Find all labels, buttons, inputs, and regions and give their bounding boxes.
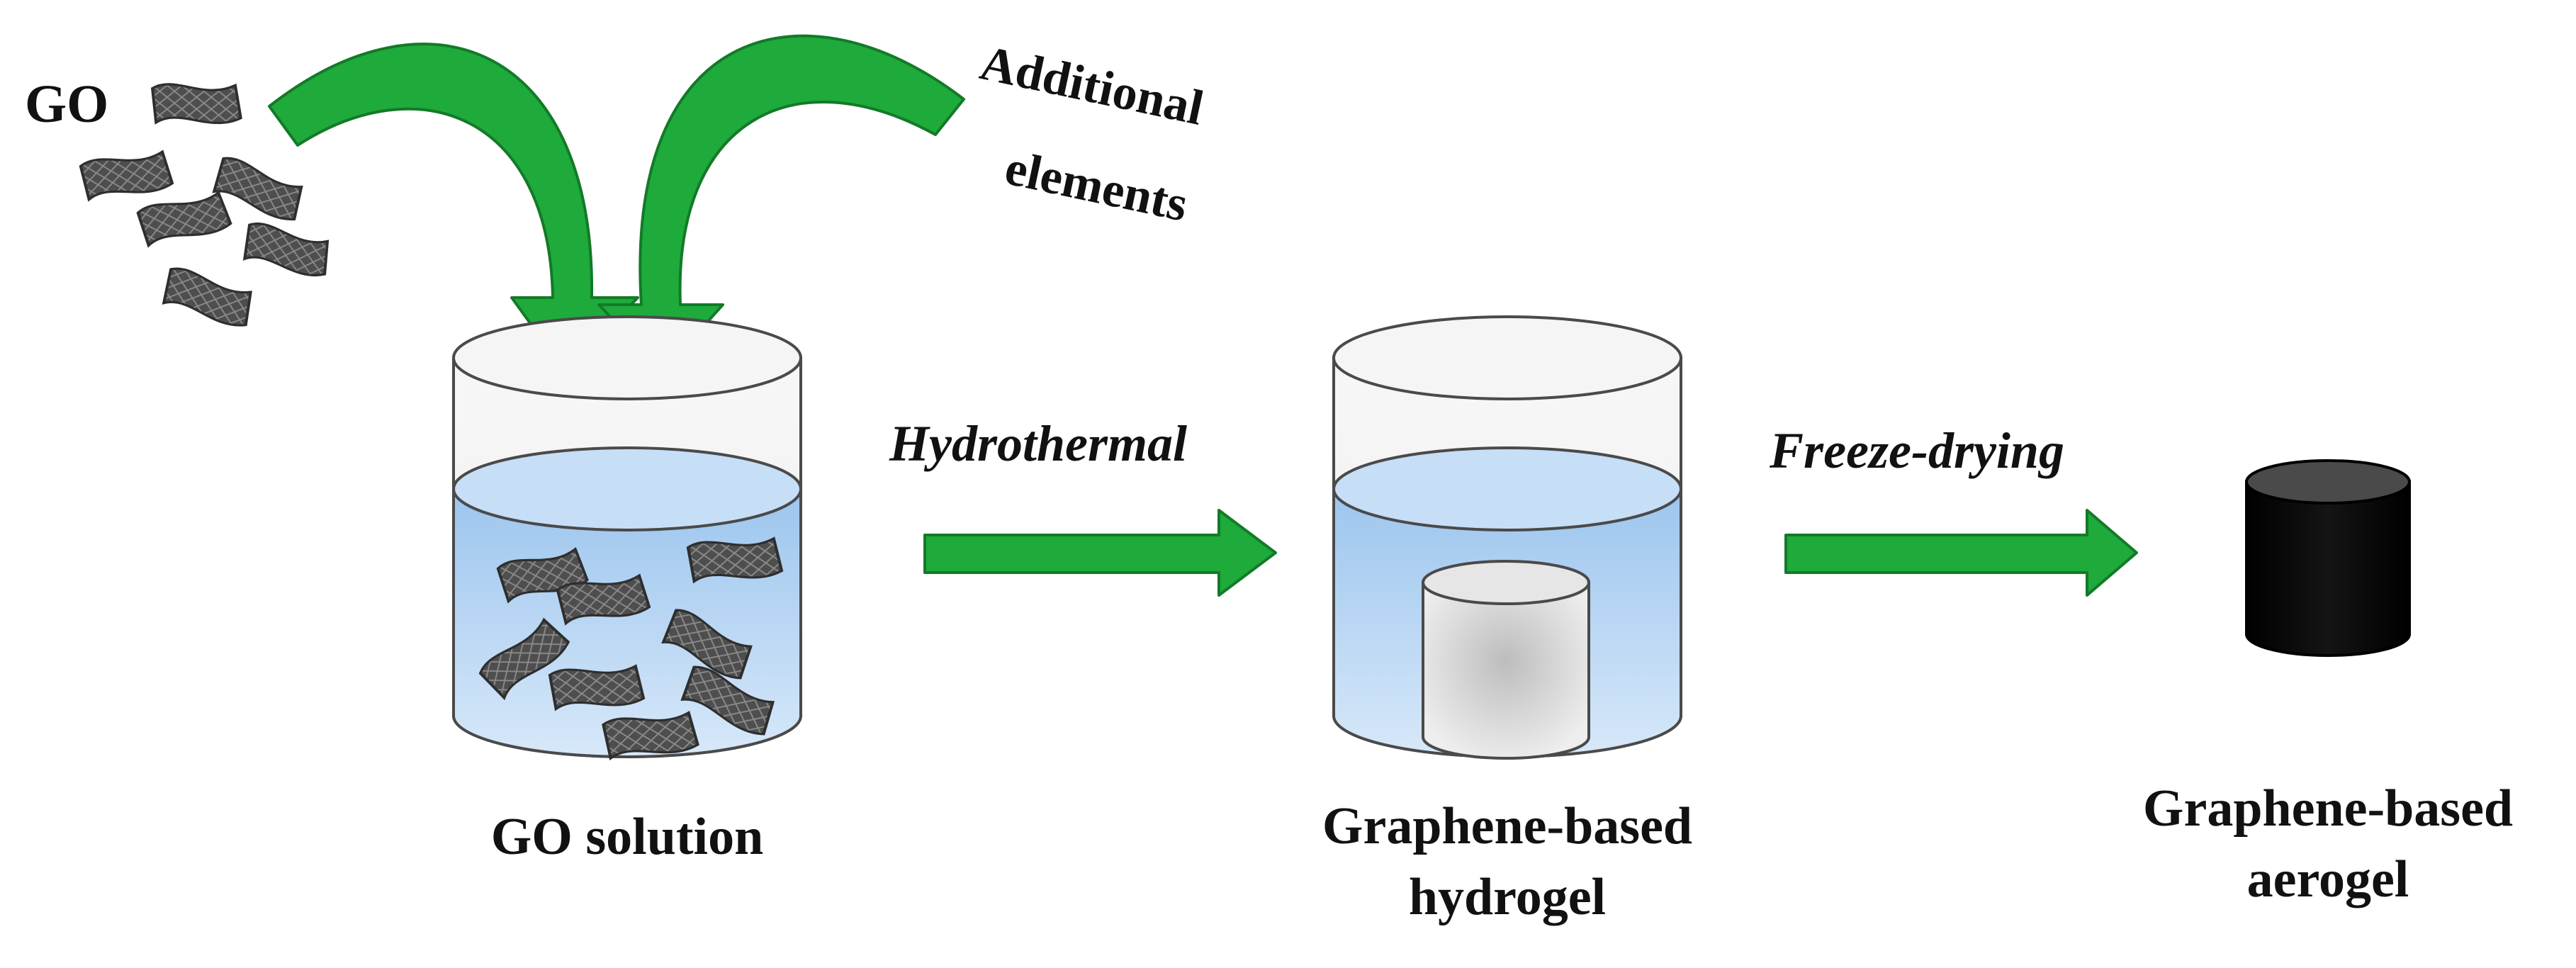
aerogel-label-line1: Graphene-based (2143, 780, 2513, 838)
graphene-sheet-icon (135, 188, 233, 249)
graphene-sheet-icon (687, 537, 782, 583)
graphene-sheet-icon (79, 148, 175, 202)
go-solution-beaker (452, 315, 802, 759)
hydrogel-label-line2: hydrogel (1409, 868, 1606, 926)
right-arrow-icon (1784, 509, 2138, 597)
hydrogel-label-line1: Graphene-based (1322, 797, 1692, 855)
freeze-drying-label: Freeze-drying (1769, 422, 2064, 479)
graphene-sheet-icon (151, 82, 242, 125)
curved-arrow-icon (268, 43, 639, 373)
additional-elements-label-line1: Additional (976, 35, 1208, 136)
right-arrow-icon (923, 509, 1277, 597)
go-solution-label: GO solution (491, 808, 764, 866)
graphene-sheet-icon (240, 219, 334, 281)
aerogel-cylinder (2245, 459, 2411, 657)
hydrogel-beaker (1332, 315, 1682, 760)
graphene-sheet-icon (549, 665, 643, 710)
hydrothermal-label: Hydrothermal (889, 415, 1187, 472)
additional-elements-label-line2: elements (1001, 140, 1193, 232)
graphene-sheet-icon (159, 264, 258, 331)
hydrogel-cylinder (1422, 560, 1590, 760)
aerogel-label-line2: aerogel (2247, 850, 2409, 908)
curved-arrow-icon (597, 34, 965, 373)
go-label: GO (25, 74, 108, 134)
